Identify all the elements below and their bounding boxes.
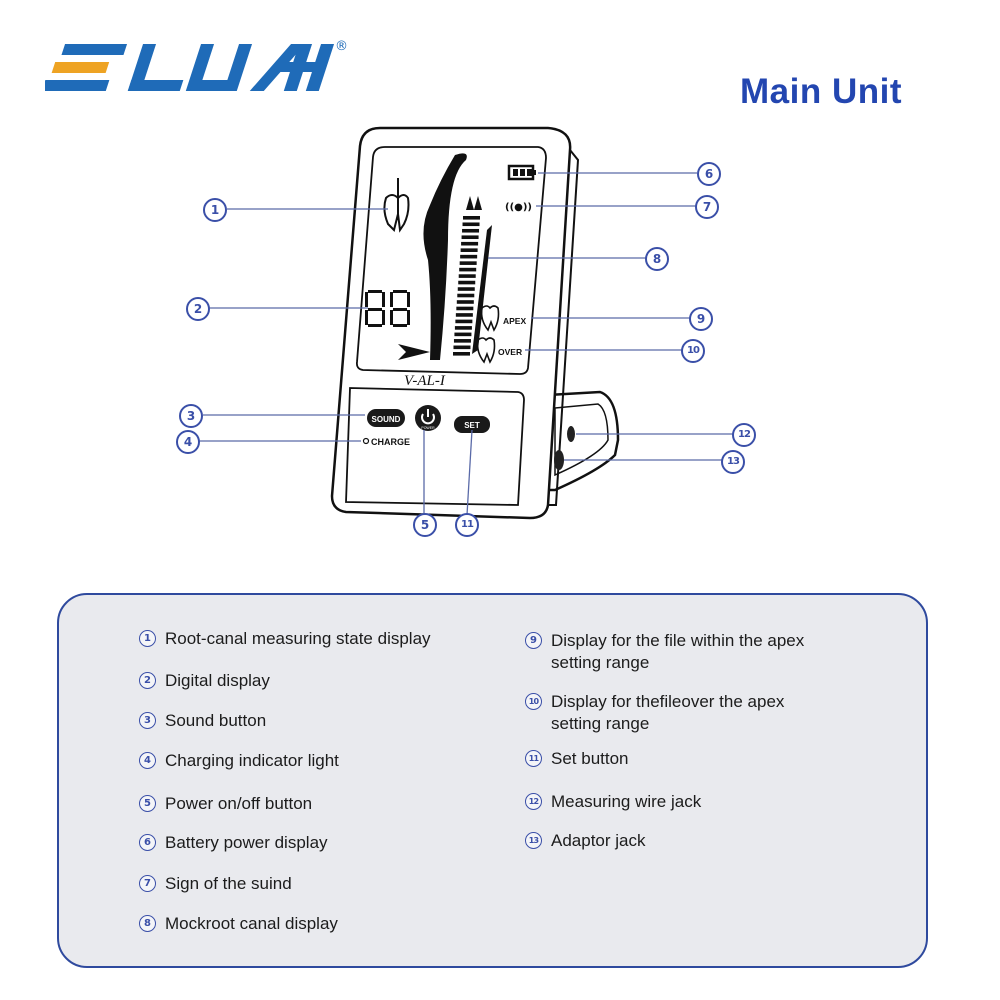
- callout-5: 5: [413, 513, 437, 537]
- canal-bar-segment: [457, 293, 475, 298]
- canal-bar-segment: [458, 280, 476, 285]
- digital-display: [365, 290, 410, 327]
- power-icon: [421, 413, 435, 425]
- canal-bar-segment: [463, 216, 480, 220]
- callout-9: 9: [689, 307, 713, 331]
- elijah-logo: ®: [45, 39, 348, 91]
- canal-bar-segment: [460, 254, 478, 259]
- apex-label: APEX: [503, 316, 526, 326]
- canal-bar-segment: [456, 300, 474, 304]
- callout-12: 12: [732, 423, 756, 447]
- device-illustration: ((●)) APEX OVER V-AL-I SOUND POWER SET C…: [199, 126, 733, 520]
- canal-bar-segment: [454, 332, 472, 337]
- canal-bar-segment: [462, 228, 480, 233]
- set-button: [454, 416, 490, 433]
- canal-bar-segment: [462, 222, 480, 227]
- sound-button: [367, 409, 405, 427]
- tooth-apex-icon: [480, 305, 500, 332]
- canal-bar-segment: [453, 339, 471, 343]
- over-label: OVER: [498, 347, 522, 357]
- file-arrow: [398, 344, 430, 360]
- set-button-label: SET: [464, 421, 480, 430]
- svg-text:POWER: POWER: [421, 426, 435, 430]
- callout-2: 2: [186, 297, 210, 321]
- callout-4: 4: [176, 430, 200, 454]
- canal-bar-meter: [453, 216, 480, 356]
- registered-mark: ®: [335, 39, 348, 54]
- canal-bar-segment: [457, 287, 475, 291]
- tooth-over-icon: [476, 337, 496, 364]
- callout-7: 7: [695, 195, 719, 219]
- canal-bar-segment: [459, 267, 477, 272]
- power-button: [415, 405, 441, 431]
- charge-indicator-light: [362, 437, 370, 445]
- measuring-wire-jack: [567, 426, 575, 442]
- canal-bar-segment: [461, 241, 479, 246]
- device-base: [546, 390, 620, 492]
- mock-root-canal: [423, 153, 467, 360]
- canal-bar-segment: [456, 306, 474, 311]
- canal-bar-segment: [454, 326, 472, 330]
- model-label: V-AL-I: [404, 373, 446, 389]
- canal-bar-segment: [455, 319, 473, 324]
- sound-button-label: SOUND: [372, 415, 401, 424]
- adaptor-jack: [554, 450, 564, 470]
- page-title: Main Unit: [740, 72, 902, 111]
- callout-10: 10: [681, 339, 705, 363]
- canal-bar-segment: [458, 274, 476, 278]
- callout-1: 1: [203, 198, 227, 222]
- canal-bar-segment: [459, 261, 477, 265]
- callout-13: 13: [721, 450, 745, 474]
- canal-bar-segment: [453, 345, 471, 350]
- root-canal-state-icon: [383, 178, 410, 233]
- sound-indicator-icon: ((●)): [505, 202, 532, 213]
- callout-6: 6: [697, 162, 721, 186]
- charge-label: CHARGE: [371, 437, 410, 447]
- callout-8: 8: [645, 247, 669, 271]
- canal-bar-segment: [460, 248, 478, 252]
- callout-3: 3: [179, 404, 203, 428]
- battery-icon: [507, 164, 536, 181]
- canal-bar-segment: [455, 313, 473, 317]
- callout-11: 11: [455, 513, 479, 537]
- canal-bar-segment: [461, 235, 479, 240]
- apex-marker-left: [466, 196, 474, 210]
- canal-bar-segment: [453, 352, 470, 356]
- apex-marker-right: [474, 196, 482, 210]
